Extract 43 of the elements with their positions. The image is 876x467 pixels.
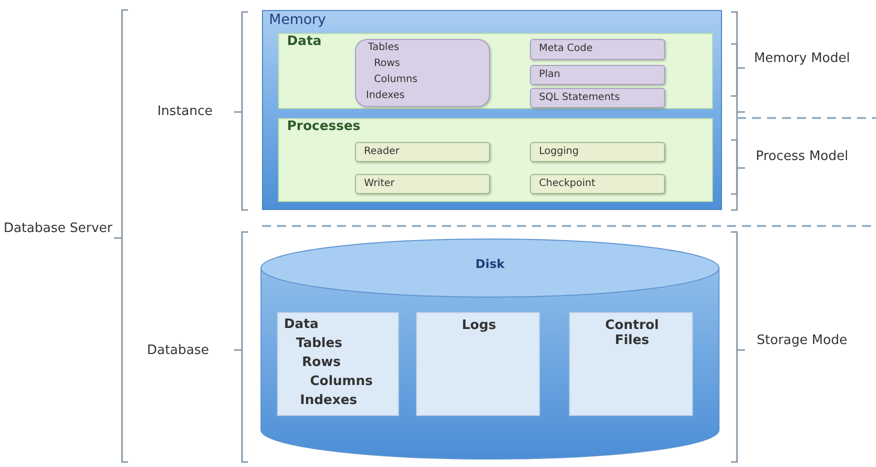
list-item: Indexes	[366, 90, 405, 102]
box-label: Plan	[539, 69, 560, 80]
process-box	[355, 174, 490, 194]
box-label: SQL Statements	[539, 92, 620, 104]
box-label: Meta Code	[539, 43, 593, 54]
bracket-label: Process Model	[754, 148, 850, 166]
memory-item-box	[530, 39, 665, 60]
section-title: Memory	[269, 12, 326, 28]
storage-box	[277, 312, 399, 416]
list-item: Columns	[310, 375, 373, 390]
box-label: Logging	[539, 146, 579, 158]
storage-box	[569, 312, 693, 416]
list-item: Tables	[368, 42, 400, 54]
box-label: Writer	[364, 178, 395, 190]
bracket-label: Memory Model	[752, 50, 852, 68]
disk-cylinder	[260, 238, 720, 460]
box-label: Reader	[364, 146, 400, 158]
section-title: Data	[287, 35, 322, 50]
bracket-label: Database Server	[2, 220, 114, 238]
section-panel	[278, 118, 713, 202]
list-item: Rows	[302, 356, 341, 371]
list-item: Rows	[374, 58, 400, 70]
list-item: Columns	[374, 74, 418, 86]
box-heading: Data	[284, 318, 319, 333]
box-label: Logs	[460, 319, 498, 334]
bracket-label: Storage Mode	[756, 332, 848, 350]
section-title: Disk	[474, 258, 506, 272]
bracket-label: Database	[146, 342, 210, 360]
section-title: Processes	[287, 120, 360, 135]
bracket-label: Instance	[156, 103, 214, 121]
memory-item-box	[530, 65, 665, 85]
list-item: Indexes	[300, 394, 358, 409]
box-label: Control Files	[604, 319, 660, 349]
process-box	[355, 142, 490, 162]
section-panel	[278, 33, 713, 109]
memory-item-box	[530, 88, 665, 108]
box-label: Checkpoint	[539, 178, 596, 190]
process-box	[530, 142, 665, 162]
list-item: Tables	[296, 337, 342, 352]
process-box	[530, 174, 665, 194]
storage-box	[416, 312, 540, 416]
table-list-box	[355, 39, 490, 107]
memory-panel	[262, 10, 722, 210]
